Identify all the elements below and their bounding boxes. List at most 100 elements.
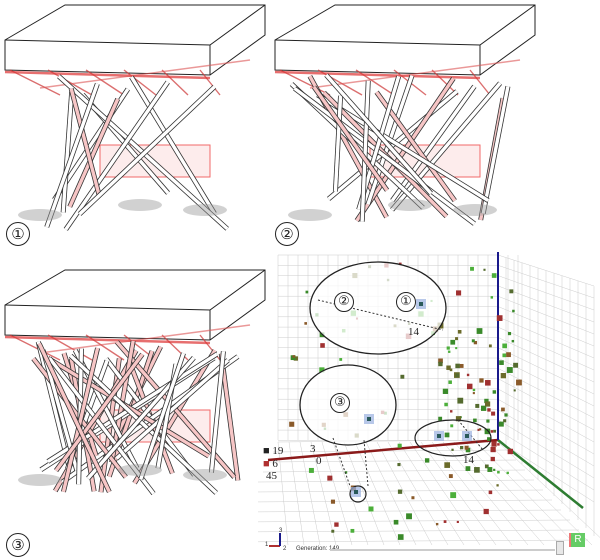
strut	[293, 87, 476, 226]
data-point	[438, 358, 443, 364]
variant-marker-1: ①	[6, 222, 30, 246]
grid-line	[497, 388, 595, 443]
data-point	[502, 353, 507, 358]
roof-beam	[274, 70, 481, 80]
data-point	[471, 339, 475, 343]
ground-shadow	[453, 204, 497, 216]
data-point	[492, 390, 497, 394]
data-point	[308, 467, 314, 473]
grid-line	[299, 441, 321, 546]
grid-line	[398, 441, 465, 546]
roof-beam	[9, 69, 61, 96]
data-point	[397, 534, 404, 540]
data-point	[455, 337, 459, 341]
data-point	[460, 446, 464, 450]
data-point	[411, 496, 415, 500]
roof-box	[274, 4, 536, 76]
data-point	[479, 428, 482, 431]
scatter-3d-plot[interactable]: ② ① ③ 14 14 3 0	[258, 250, 600, 560]
grid-line	[262, 469, 526, 473]
data-point	[292, 355, 296, 358]
data-point	[506, 367, 513, 373]
roof-beam	[161, 69, 189, 96]
data-point	[464, 445, 469, 450]
data-point	[503, 419, 507, 423]
grid-line	[497, 440, 595, 503]
selected-point	[437, 434, 441, 438]
data-point	[473, 418, 477, 423]
grid-line	[321, 441, 353, 546]
data-point	[444, 432, 450, 438]
data-point	[451, 448, 454, 451]
roof-beam	[4, 335, 211, 345]
data-point	[450, 492, 457, 499]
data-point	[455, 373, 460, 378]
data-point	[446, 346, 450, 350]
data-point	[500, 372, 506, 379]
data-point	[507, 331, 512, 336]
callout-value-2: 14	[463, 454, 474, 466]
grid-line	[497, 285, 595, 323]
data-point	[406, 513, 412, 520]
data-point	[448, 380, 452, 384]
strut	[209, 351, 226, 473]
data-point	[455, 416, 462, 422]
ground-shadow	[118, 464, 162, 476]
data-point	[480, 405, 487, 411]
legend-value-19: 19	[272, 445, 284, 457]
strut	[37, 342, 111, 493]
grid-line	[343, 441, 385, 546]
data-point	[465, 466, 471, 471]
generation-slider-track[interactable]	[330, 549, 555, 551]
data-point	[487, 437, 491, 441]
grid-line	[376, 441, 433, 546]
scatter-3d-canvas[interactable]	[258, 250, 600, 560]
data-point	[476, 328, 483, 334]
data-point	[444, 462, 451, 468]
grid-line	[442, 441, 529, 546]
roof-beam	[279, 69, 331, 96]
zoom-callout-top	[309, 261, 447, 355]
grid-line	[409, 441, 481, 546]
callout-leader	[363, 439, 369, 487]
data-point	[484, 464, 489, 469]
data-point	[449, 368, 453, 372]
data-point	[320, 343, 325, 348]
strut	[390, 85, 476, 202]
data-point	[483, 268, 486, 271]
grid-line	[497, 275, 595, 311]
data-point	[490, 456, 495, 462]
structure-render-3	[4, 269, 266, 496]
data-point	[493, 468, 496, 471]
data-point	[507, 448, 514, 455]
data-point	[305, 290, 309, 294]
data-point	[491, 411, 496, 416]
data-point	[331, 529, 335, 533]
strut	[48, 357, 155, 495]
ground-shadow	[18, 474, 62, 486]
data-point	[490, 430, 494, 433]
grid-line	[497, 295, 595, 335]
selection-ellipse	[414, 419, 492, 457]
data-point	[504, 413, 508, 417]
data-point	[457, 330, 462, 334]
strut	[333, 95, 343, 192]
roof-beam	[469, 69, 491, 96]
data-point	[456, 290, 462, 296]
selected-point	[419, 302, 423, 306]
data-point	[486, 419, 490, 423]
ground-shadow	[183, 204, 227, 216]
data-point	[484, 401, 491, 407]
reset-view-button[interactable]: R	[569, 533, 585, 547]
strut	[129, 76, 217, 215]
callout-1: ①	[396, 292, 416, 312]
data-point	[438, 361, 443, 367]
ground-shadow	[388, 199, 432, 211]
selected-point	[367, 417, 371, 421]
grid-line	[310, 441, 337, 546]
data-point	[497, 443, 500, 446]
generation-slider-thumb[interactable]	[556, 541, 564, 555]
data-point	[473, 340, 478, 345]
strut	[327, 90, 459, 201]
data-point	[450, 424, 454, 428]
